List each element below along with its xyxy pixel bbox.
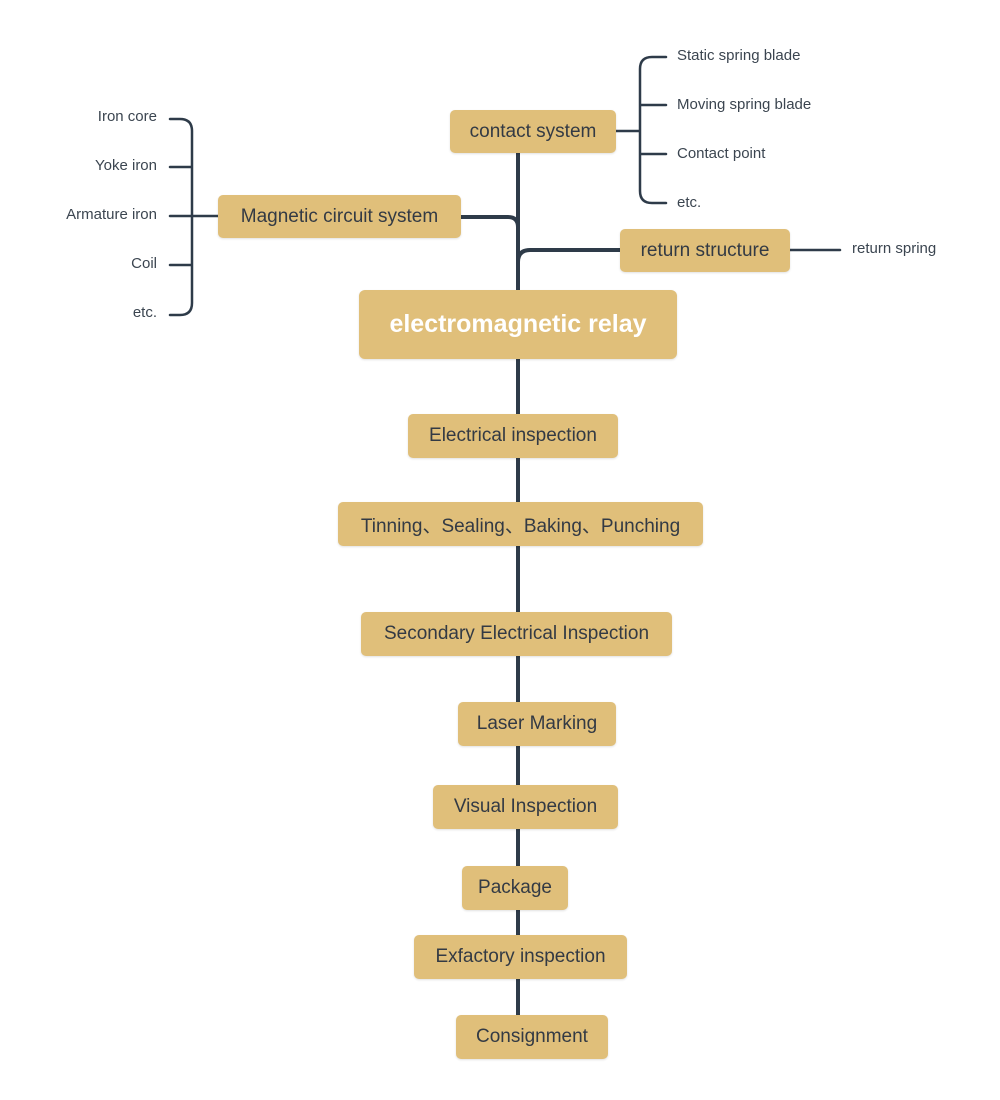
process-step-label: Package bbox=[478, 877, 552, 898]
process-step-label: Consignment bbox=[476, 1026, 588, 1047]
node-return-structure[interactable]: return structure bbox=[620, 229, 790, 272]
process-step-exfactory-inspection[interactable]: Exfactory inspection bbox=[414, 935, 627, 979]
process-step-label: Laser Marking bbox=[476, 713, 598, 734]
leaf-armature-iron[interactable]: Armature iron bbox=[66, 206, 157, 223]
process-step-consignment[interactable]: Consignment bbox=[456, 1015, 608, 1059]
process-step-visual-inspection[interactable]: Visual Inspection bbox=[433, 785, 618, 829]
node-label: Magnetic circuit system bbox=[240, 205, 439, 227]
leaf-moving-spring-blade[interactable]: Moving spring blade bbox=[677, 96, 812, 113]
node-label: return structure bbox=[640, 239, 770, 261]
process-step-label: Visual Inspection bbox=[453, 796, 598, 817]
contact-children-bracket bbox=[614, 55, 668, 205]
leaf-static-spring-blade[interactable]: Static spring blade bbox=[677, 47, 801, 64]
leaf-magnetic-etc[interactable]: etc. bbox=[132, 304, 157, 321]
node-label: contact system bbox=[469, 120, 597, 142]
process-step-secondary-electrical-inspection[interactable]: Secondary Electrical Inspection bbox=[361, 612, 672, 656]
leaf-yoke-iron[interactable]: Yoke iron bbox=[95, 157, 157, 174]
process-step-tinning-sealing-baking-punching[interactable]: Tinning、Sealing、Baking、Punching bbox=[338, 502, 703, 546]
process-step-label: Tinning、Sealing、Baking、Punching bbox=[360, 515, 681, 537]
process-step-label: Secondary Electrical Inspection bbox=[383, 623, 650, 644]
leaf-return-spring[interactable]: return spring bbox=[852, 240, 937, 257]
leaf-coil[interactable]: Coil bbox=[131, 255, 157, 272]
node-magnetic-circuit-system[interactable]: Magnetic circuit system bbox=[218, 195, 461, 238]
node-root-electromagnetic-relay[interactable]: electromagnetic relay bbox=[359, 290, 677, 359]
process-step-label: Electrical inspection bbox=[429, 425, 597, 446]
process-step-package[interactable]: Package bbox=[462, 866, 568, 910]
process-step-laser-marking[interactable]: Laser Marking bbox=[458, 702, 616, 746]
node-contact-system[interactable]: contact system bbox=[450, 110, 616, 153]
return-structure-connector bbox=[516, 248, 622, 264]
process-step-label: Exfactory inspection bbox=[435, 946, 606, 967]
process-step-electrical-inspection[interactable]: Electrical inspection bbox=[408, 414, 618, 458]
magnetic-circuit-connector bbox=[458, 215, 520, 229]
leaf-iron-core[interactable]: Iron core bbox=[97, 108, 157, 125]
root-label: electromagnetic relay bbox=[389, 310, 647, 338]
leaf-contact-point[interactable]: Contact point bbox=[677, 145, 766, 162]
leaf-contact-etc[interactable]: etc. bbox=[677, 194, 702, 211]
magnetic-children-bracket bbox=[168, 117, 220, 317]
